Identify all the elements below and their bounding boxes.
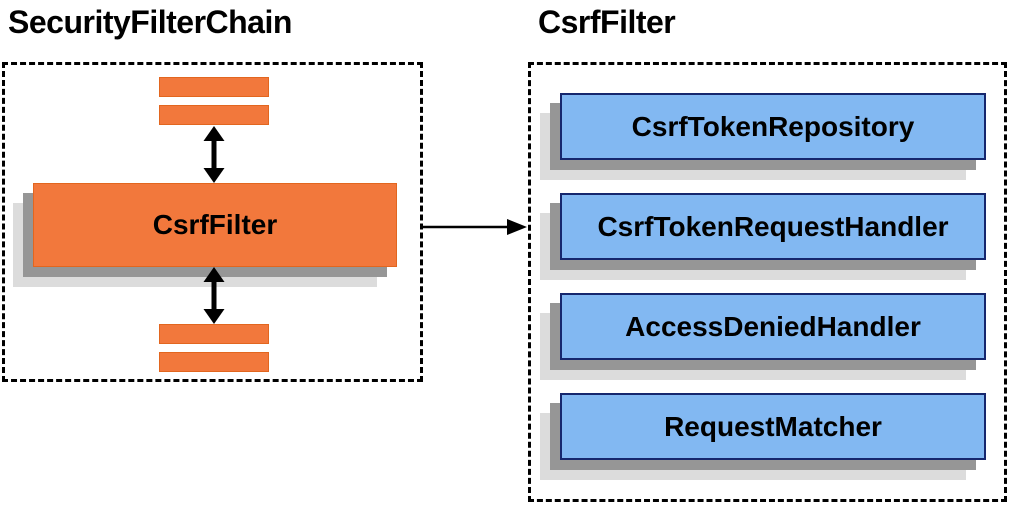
bidirectional-arrow-icon — [203, 267, 225, 324]
csrf-filter-node: CsrfFilter — [13, 183, 397, 287]
csrf-token-repository-node: CsrfTokenRepository — [540, 93, 986, 180]
csrf-filter-container — [528, 62, 1007, 502]
access-denied-handler-node: AccessDeniedHandler — [540, 293, 986, 380]
filter-placeholder-bar — [159, 105, 269, 125]
security-filter-chain-title: SecurityFilterChain — [8, 4, 292, 40]
filter-placeholder-bar — [159, 77, 269, 97]
access-denied-handler-box: AccessDeniedHandler — [560, 293, 986, 360]
csrf-filter-title: CsrfFilter — [538, 4, 676, 40]
bidirectional-arrow-icon — [203, 126, 225, 183]
csrf-token-request-handler-box: CsrfTokenRequestHandler — [560, 193, 986, 260]
filter-placeholder-bar — [159, 324, 269, 344]
csrf-token-repository-box: CsrfTokenRepository — [560, 93, 986, 160]
filter-placeholder-bar — [159, 352, 269, 372]
csrf-filter-box: CsrfFilter — [33, 183, 397, 267]
request-matcher-box: RequestMatcher — [560, 393, 986, 460]
security-filter-chain-container — [2, 62, 423, 382]
flow-arrow-icon — [422, 219, 527, 235]
request-matcher-node: RequestMatcher — [540, 393, 986, 480]
csrf-token-request-handler-node: CsrfTokenRequestHandler — [540, 193, 986, 280]
